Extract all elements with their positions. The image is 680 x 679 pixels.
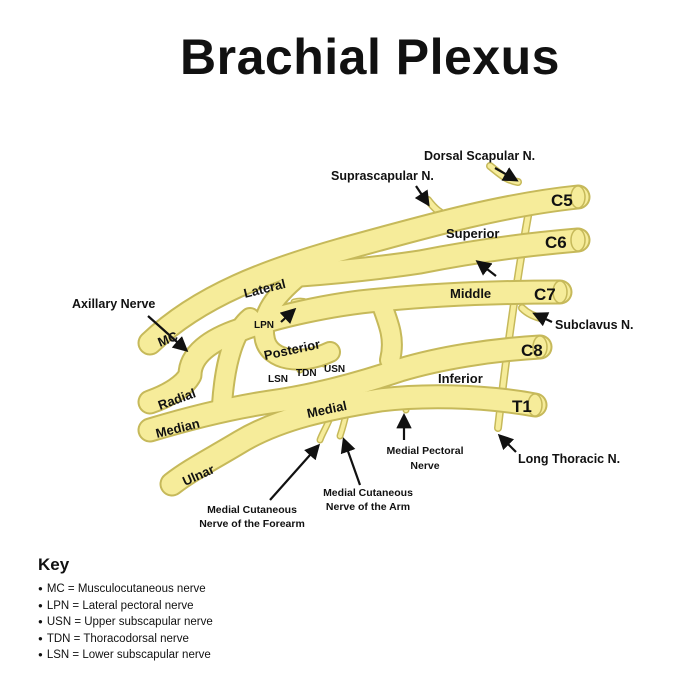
root-c6: C6 [545, 233, 567, 252]
label-mc-forearm-2: Nerve of the Forearm [199, 518, 305, 530]
arrow-middle [475, 260, 497, 277]
arrow-lpn [279, 307, 297, 325]
arrow-long-thoracic [497, 433, 517, 453]
key-item: MC = Musculocutaneous nerve [38, 581, 213, 598]
label-axillary: Axillary Nerve [72, 297, 155, 311]
arrow-mc-arm [340, 437, 362, 486]
arrow-subclavius [532, 312, 553, 327]
trunk-middle: Middle [450, 286, 491, 301]
trunk-inferior: Inferior [438, 371, 483, 386]
key-list: MC = Musculocutaneous nerve LPN = Latera… [38, 581, 213, 664]
key-item: TDN = Thoracodorsal nerve [38, 631, 213, 648]
branch-mc: MC [156, 328, 181, 350]
label-tdn: TDN [296, 368, 317, 379]
annotation-labels: Dorsal Scapular N. Suprascapular N. Axil… [72, 149, 634, 530]
arrow-dorsal-scapular [494, 167, 519, 182]
trunk-superior: Superior [446, 226, 499, 241]
label-lsn: LSN [268, 374, 288, 385]
key-item: LPN = Lateral pectoral nerve [38, 598, 213, 615]
root-labels: C5 C6 C7 C8 T1 [512, 191, 573, 416]
key-title: Key [38, 555, 70, 574]
thick-nerve-fills [139, 186, 589, 495]
annotation-arrows [147, 167, 553, 501]
label-mc-forearm-1: Medial Cutaneous [207, 504, 297, 516]
small-labels: LPN LSN TDN USN [254, 320, 345, 385]
label-mc-arm-2: Nerve of the Arm [326, 501, 410, 513]
label-suprascapular: Suprascapular N. [331, 169, 434, 183]
key-legend: Key MC = Musculocutaneous nerve LPN = La… [38, 555, 213, 664]
label-mc-arm-1: Medial Cutaneous [323, 487, 413, 499]
key-item: LSN = Lower subscapular nerve [38, 647, 213, 664]
label-subclavius: Subclavus N. [555, 318, 634, 332]
label-usn: USN [324, 364, 345, 375]
root-caps [527, 185, 586, 417]
diagram-title: Brachial Plexus [180, 29, 560, 85]
label-lpn: LPN [254, 320, 274, 331]
label-dorsal-scapular: Dorsal Scapular N. [424, 149, 535, 163]
root-c7: C7 [534, 285, 556, 304]
arrow-mc-forearm [269, 443, 321, 501]
label-medial-pectoral-2: Nerve [410, 460, 439, 472]
root-c8: C8 [521, 341, 543, 360]
root-c5: C5 [551, 191, 573, 210]
label-long-thoracic: Long Thoracic N. [518, 452, 620, 466]
key-item: USN = Upper subscapular nerve [38, 614, 213, 631]
arrow-axillary [147, 315, 189, 353]
nerve-network [137, 162, 591, 497]
label-medial-pectoral-1: Medial Pectoral [386, 445, 463, 457]
arrow-suprascapular [414, 185, 430, 207]
root-t1: T1 [512, 397, 532, 416]
